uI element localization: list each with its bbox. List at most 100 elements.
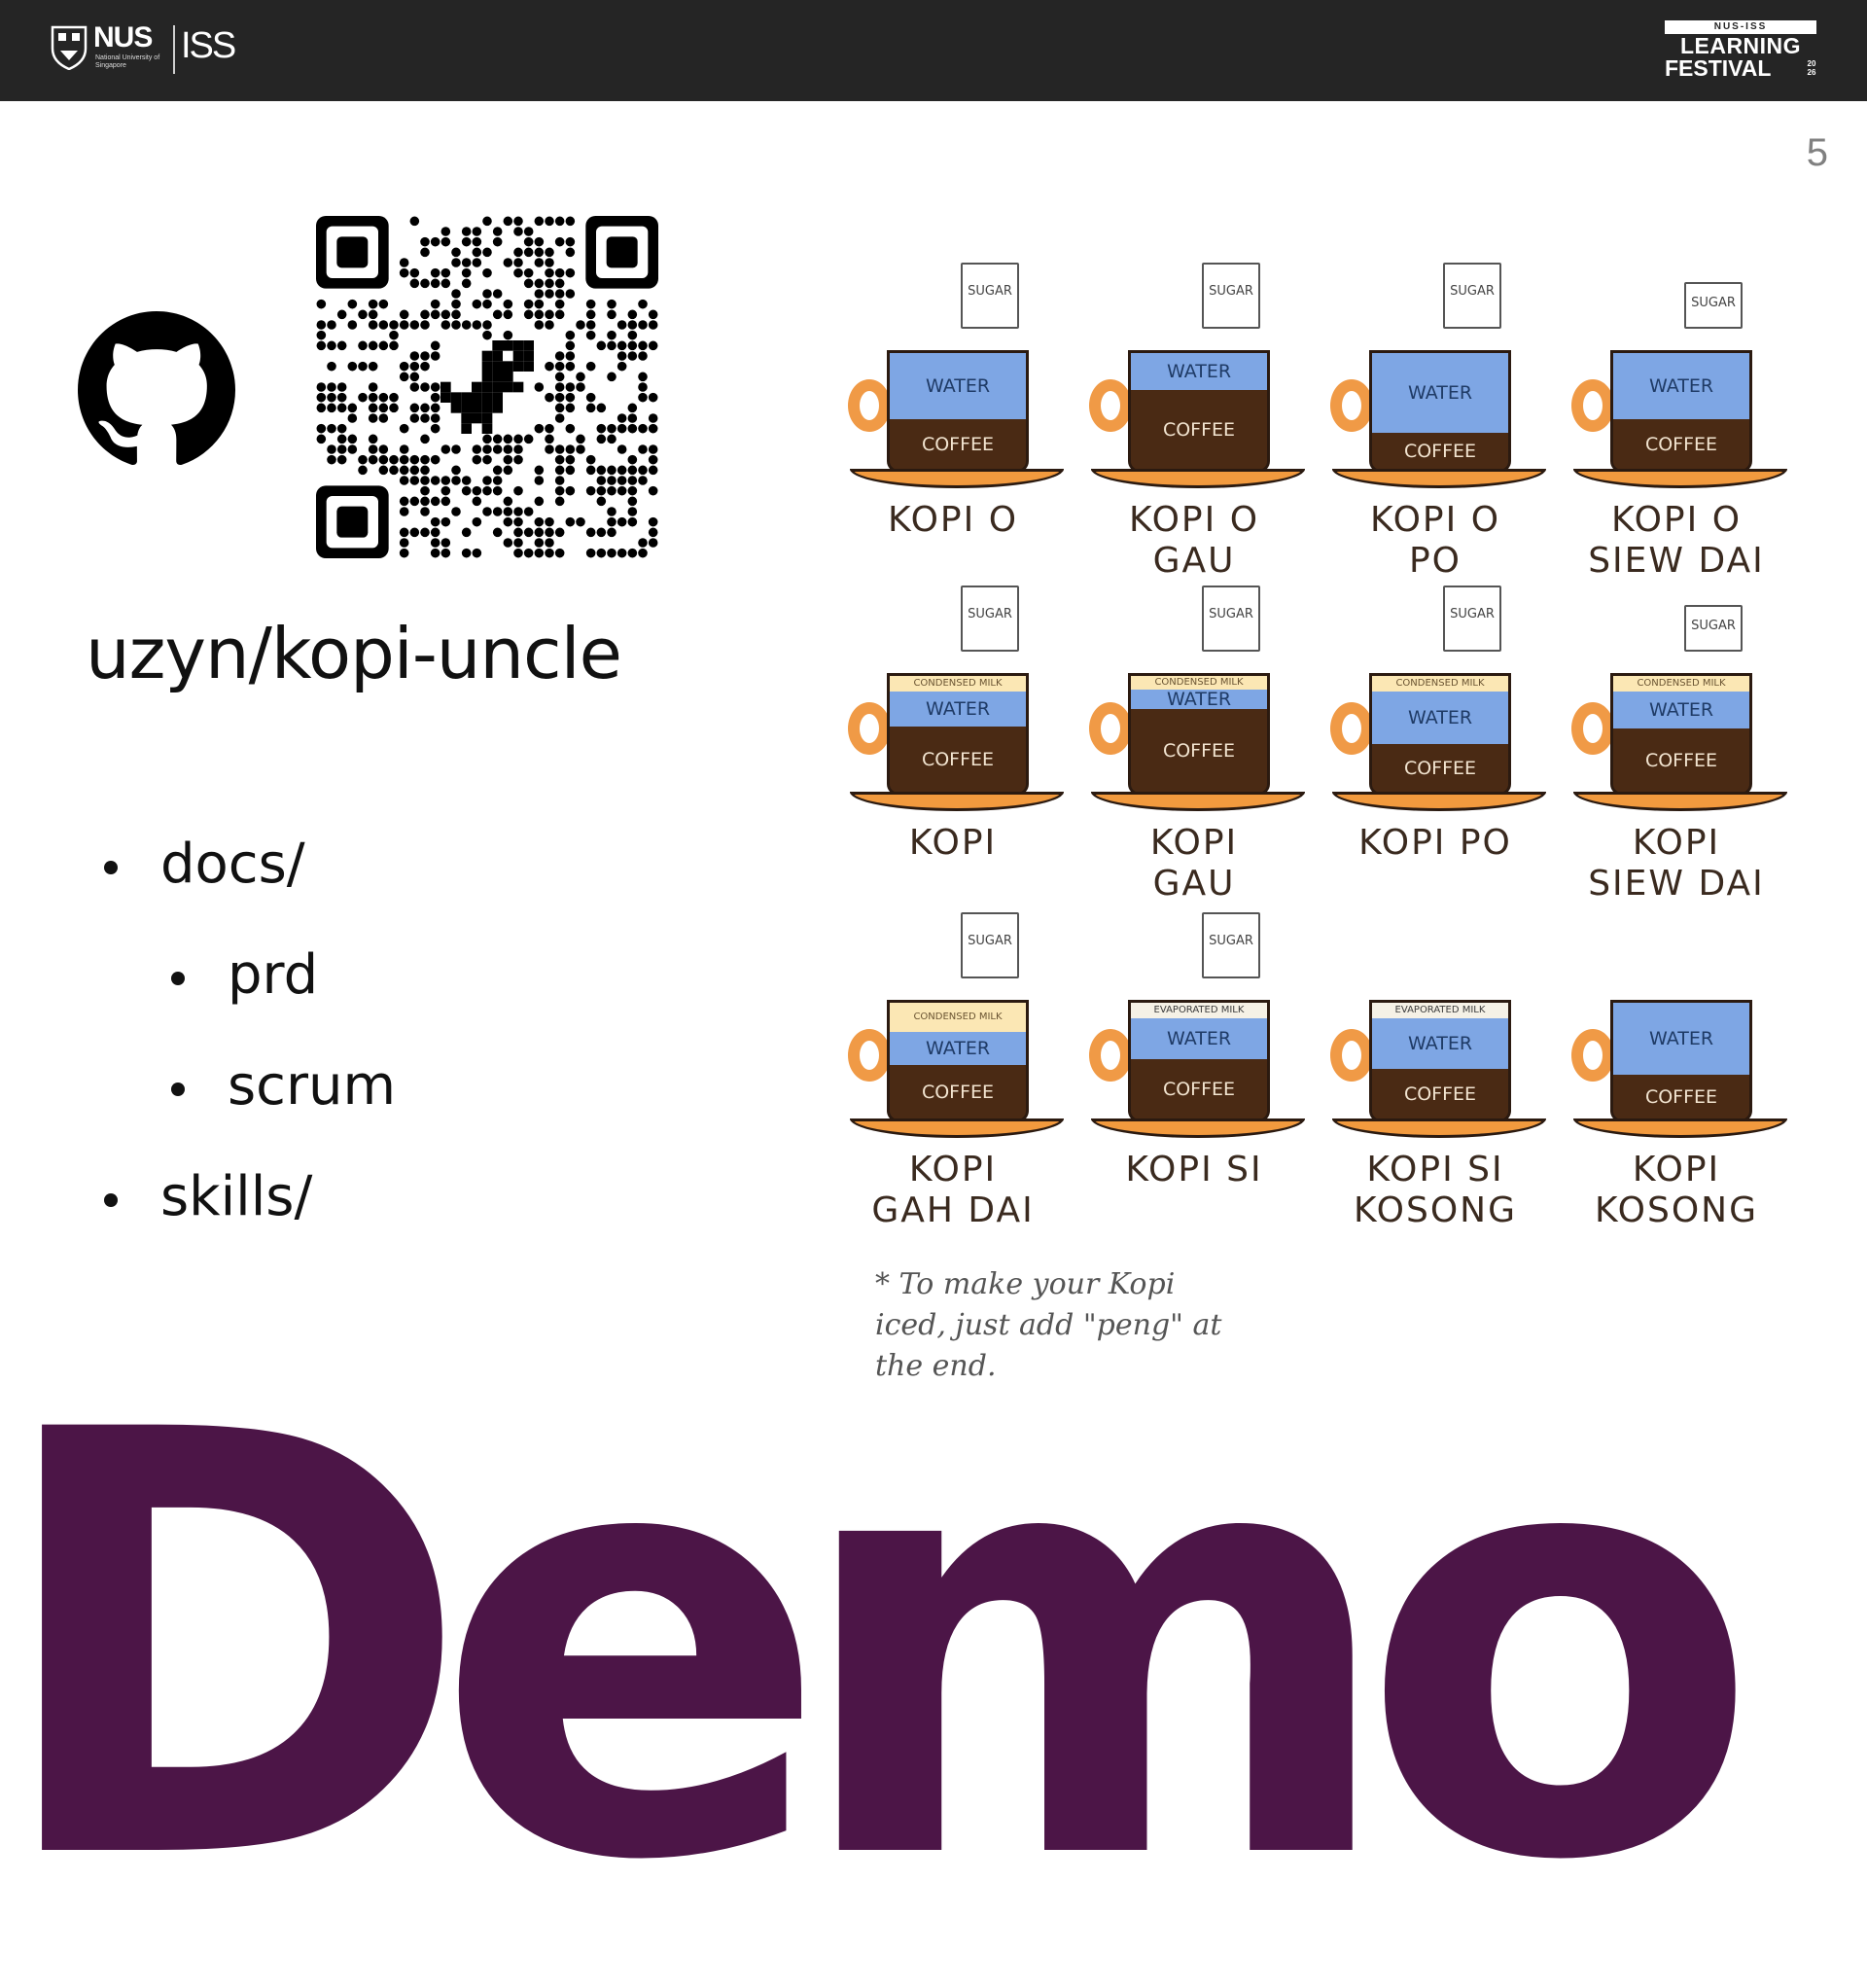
cup-handle [848,1029,891,1082]
cup-layer: WATER [1131,1018,1267,1059]
kopi-name-line-2: KOSONG [1354,1190,1517,1230]
cup-handle [1571,379,1614,432]
cup-layer: COFFEE [1131,709,1267,793]
bullet-scrum [171,1083,185,1096]
sugar-packet: SUGAR [1443,586,1501,652]
cup-handle [848,702,891,755]
cup-layer: CONDENSED MILK [1372,676,1508,692]
kopi-name-line-1: KOPI O [1369,500,1501,540]
cup-layer: WATER [1613,1003,1749,1075]
cup-handle [1330,379,1373,432]
sugar-packet: SUGAR [961,263,1019,329]
kopi-name-line-1: KOPI O [1610,500,1743,540]
bullet-prd [171,972,185,985]
saucer [1091,469,1305,488]
kopi-name-line-1: KOPI PO [1358,823,1512,863]
qr-code-icon[interactable] [316,216,658,558]
nus-crest-icon [51,25,88,70]
cup-layer: CONDENSED MILK [1131,676,1267,690]
kopi-name-line-1: KOPI [1149,823,1239,863]
cup-layer: WATER [1131,690,1267,709]
kopi-iced-note: * To make your Kopi iced, just add "peng… [875,1267,1222,1383]
saucer [1573,1118,1787,1138]
kopi-name-line-1: KOPI O [887,500,1019,540]
github-icon [78,311,235,466]
saucer [1332,1118,1546,1138]
saucer [1091,1118,1305,1138]
festival-top-label: NUS-ISS [1665,20,1816,34]
cup-layer: WATER [890,353,1026,419]
cup-layer: WATER [1131,353,1267,390]
saucer [1332,469,1546,488]
cup-layer: CONDENSED MILK [890,676,1026,692]
kopi-name-line-1: KOPI [908,1150,998,1189]
cup-layer: COFFEE [890,727,1026,793]
cup-layer: COFFEE [890,1065,1026,1119]
sugar-packet: SUGAR [1684,282,1743,329]
learning-festival-logo: NUS-ISS LEARNING FESTIVAL 20 26 [1665,20,1816,83]
nus-subtitle: National University of Singapore [95,54,160,69]
cup-layer: WATER [1613,692,1749,728]
cup-layer: COFFEE [1372,433,1508,470]
kopi-name: KOPI O [836,500,1070,541]
sugar-packet: SUGAR [1202,912,1260,978]
cup-handle [1089,702,1132,755]
kopi-name-line-1: KOPI SI [1125,1150,1263,1189]
cup-layer: WATER [1372,692,1508,744]
cup-handle [1571,1029,1614,1082]
cup-layer: WATER [1372,1018,1508,1069]
cup-layer: COFFEE [1372,1069,1508,1119]
festival-line-1: LEARNING [1679,33,1802,58]
saucer [850,469,1064,488]
kopi-guide-illustration: * To make your Kopi iced, just add "peng… [836,253,1809,1391]
header-bar: NUS National University of Singapore ISS… [0,0,1867,101]
cup-layer: COFFEE [1613,1075,1749,1119]
cup-layer: WATER [890,1032,1026,1065]
cup-layer: COFFEE [1613,728,1749,793]
festival-year: 20 26 [1807,59,1816,77]
cup-layer: COFFEE [1372,744,1508,793]
repo-name[interactable]: uzyn/kopi-uncle [86,613,622,694]
cup-layer: COFFEE [1131,390,1267,470]
kopi-name-line-2: KOSONG [1595,1190,1758,1230]
cup-layer: COFFEE [1131,1059,1267,1119]
sugar-packet: SUGAR [1443,263,1501,329]
kopi-name-line-1: KOPI O [1128,500,1260,540]
page-number: 5 [1806,131,1828,174]
cup-handle [1330,1029,1373,1082]
saucer [1091,792,1305,811]
tree-item-scrum: scrum [228,1054,397,1118]
tree-item-prd: prd [228,943,319,1007]
cup-layer: EVAPORATED MILK [1372,1003,1508,1018]
cup-layer: COFFEE [890,419,1026,470]
kopi-name-line-1: KOPI [1632,1150,1721,1189]
demo-title: Demo [0,1308,1760,1988]
bullet-skills [104,1193,118,1207]
cup-handle [1089,1029,1132,1082]
sugar-packet: SUGAR [1202,263,1260,329]
saucer [850,1118,1064,1138]
kopi-name-line-1: KOPI [1632,823,1721,863]
